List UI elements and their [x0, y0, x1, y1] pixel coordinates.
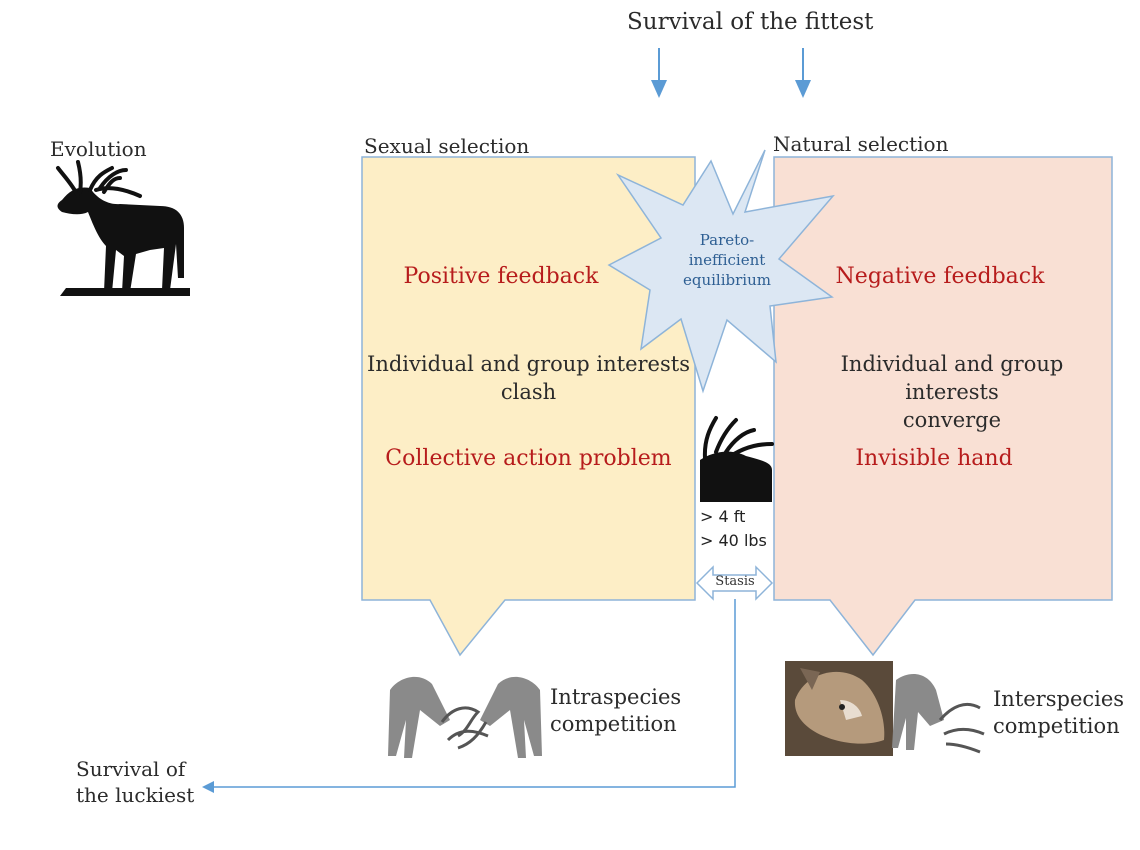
elk-weight: > 40 lbs — [700, 531, 767, 550]
negative-feedback-label: Negative feedback — [835, 264, 1045, 289]
positive-feedback-label: Positive feedback — [403, 264, 599, 289]
survival-luckiest-label: Survival of the luckiest — [76, 756, 194, 808]
intraspecies-line2: competition — [550, 712, 677, 736]
intraspecies-label: Intraspecies competition — [550, 684, 681, 738]
stasis-label: Stasis — [715, 574, 755, 589]
interests-clash-text: Individual and group interests clash — [362, 350, 695, 406]
pareto-line1: Pareto- — [699, 231, 755, 249]
stasis-double-arrow — [695, 565, 774, 601]
pareto-line3: equilibrium — [683, 271, 771, 289]
elk-size-text: > 4 ft > 40 lbs — [700, 505, 767, 553]
collective-action-label: Collective action problem — [385, 446, 672, 471]
interspecies-line1: Interspecies — [993, 687, 1125, 711]
pareto-text: Pareto- inefficient equilibrium — [665, 230, 789, 290]
diagram-title: Survival of the fittest — [627, 9, 874, 35]
pareto-line2: inefficient — [688, 251, 766, 269]
interests-converge-line1: Individual and group interests — [840, 352, 1064, 404]
elk-silhouette-icon — [56, 160, 190, 296]
interspecies-label: Interspecies competition — [993, 686, 1124, 740]
luck-connector — [210, 599, 736, 788]
natural-selection-panel — [773, 156, 1113, 657]
interspecies-line2: competition — [993, 714, 1120, 738]
interests-clash-line2: clash — [500, 380, 557, 404]
wolf-elk-image — [785, 661, 988, 756]
luckiest-line1: Survival of — [76, 757, 186, 781]
interests-converge-text: Individual and group interests converge — [792, 350, 1112, 434]
elk-height: > 4 ft — [700, 507, 746, 526]
middle-elk-icon — [700, 416, 774, 502]
luckiest-line2: the luckiest — [76, 783, 195, 807]
interests-converge-line2: converge — [902, 408, 1002, 432]
evolution-label: Evolution — [50, 137, 147, 161]
top-arrows — [651, 48, 811, 98]
sexual-selection-panel — [361, 156, 696, 657]
invisible-hand-label: Invisible hand — [855, 446, 1013, 471]
fighting-elks-image — [385, 665, 547, 760]
interests-clash-line1: Individual and group interests — [367, 352, 690, 376]
pareto-starburst — [607, 149, 835, 394]
natural-selection-heading: Natural selection — [773, 132, 949, 156]
intraspecies-line1: Intraspecies — [550, 685, 682, 709]
sexual-selection-heading: Sexual selection — [364, 134, 530, 158]
